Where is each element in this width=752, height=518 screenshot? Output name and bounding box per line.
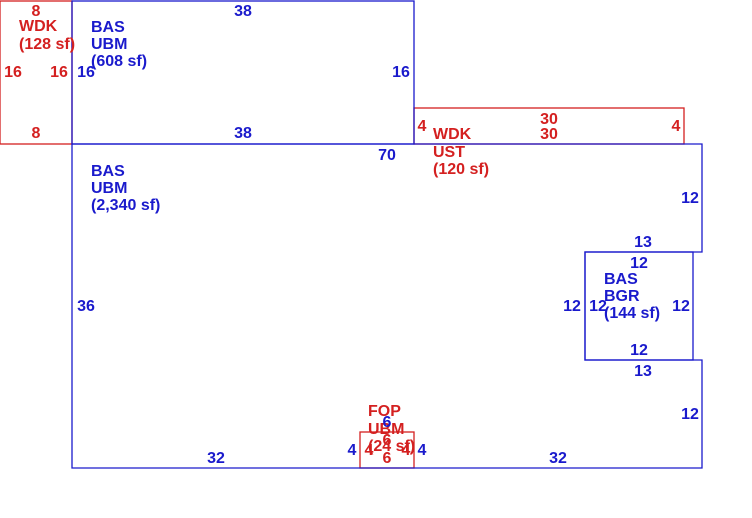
dim-bas-upper-bottom: 38	[234, 125, 252, 142]
bas-upper-label: BAS UBM (608 sf)	[91, 19, 147, 70]
dim-wdk-ust-inner: 30	[540, 126, 558, 143]
dim-wdk-left-bottom: 8	[32, 125, 41, 142]
bas-bgr-outline	[584, 251, 694, 361]
wdk-left-label: WDK (128 sf)	[19, 18, 75, 53]
dim-wdk-left-top: 8	[32, 3, 41, 20]
fop-label: FOP UBM (24 sf)	[368, 403, 415, 455]
area-size: (2,340 sf)	[91, 197, 160, 214]
bas-main-label: BAS UBM (2,340 sf)	[91, 163, 160, 214]
dim-bas-main-left: 36	[77, 298, 95, 315]
dim-bas-upper-left: 16	[77, 64, 95, 81]
area-size: (120 sf)	[433, 161, 489, 178]
wdk-ust-label: WDK UST (120 sf)	[433, 126, 489, 178]
dim-bas-main-bottom-right: 32	[549, 450, 567, 467]
dim-fop-left-outer: 4	[348, 442, 357, 459]
area-code: FOP	[368, 403, 401, 420]
dim-bas-main-right-lower: 12	[681, 406, 699, 423]
area-size: (128 sf)	[19, 36, 75, 53]
dim-bas-main-right-upper: 12	[681, 190, 699, 207]
area-type: UBM	[91, 180, 127, 197]
area-code: BAS	[91, 19, 125, 36]
dim-bas-main-notch-bottom: 13	[634, 363, 652, 380]
dim-wdk-ust-left: 4	[418, 118, 427, 135]
dim-bas-bgr-left-outer: 12	[563, 298, 581, 315]
dim-fop-right-outer: 4	[418, 442, 427, 459]
bas-bgr-label: BAS BGR (144 sf)	[604, 271, 660, 322]
area-size: (24 sf)	[368, 438, 415, 455]
area-code: WDK	[433, 126, 472, 143]
area-code: BAS	[91, 163, 125, 180]
dim-wdk-ust-top: 30	[540, 111, 558, 128]
area-type: UST	[433, 144, 465, 161]
dim-bas-main-bottom-left: 32	[207, 450, 225, 467]
dim-bas-main-top: 70	[378, 147, 396, 164]
area-size: (144 sf)	[604, 305, 660, 322]
area-size: (608 sf)	[91, 53, 147, 70]
area-code: BAS	[604, 271, 638, 288]
dim-wdk-left-left: 16	[4, 64, 22, 81]
dim-bas-upper-top: 38	[234, 3, 252, 20]
dim-fop-right-inner: 4	[402, 442, 411, 459]
dim-bas-bgr-top: 12	[630, 255, 648, 272]
dim-bas-bgr-left-inner: 12	[589, 298, 607, 315]
area-code: WDK	[19, 18, 58, 35]
area-type: UBM	[368, 421, 404, 438]
dim-fop-bottom: 6	[383, 450, 392, 467]
dim-wdk-ust-right: 4	[672, 118, 681, 135]
dim-bas-bgr-bottom: 12	[630, 342, 648, 359]
area-type: BGR	[604, 288, 640, 305]
dim-bas-main-notch-top: 13	[634, 234, 652, 251]
dim-bas-bgr-right: 12	[672, 298, 690, 315]
area-type: UBM	[91, 36, 127, 53]
dim-bas-upper-right: 16	[392, 64, 410, 81]
dim-fop-inner-top: 6	[383, 432, 392, 449]
dim-fop-top: 6	[383, 414, 392, 431]
dim-fop-left-inner: 4	[365, 442, 374, 459]
dim-wdk-left-right: 16	[50, 64, 68, 81]
